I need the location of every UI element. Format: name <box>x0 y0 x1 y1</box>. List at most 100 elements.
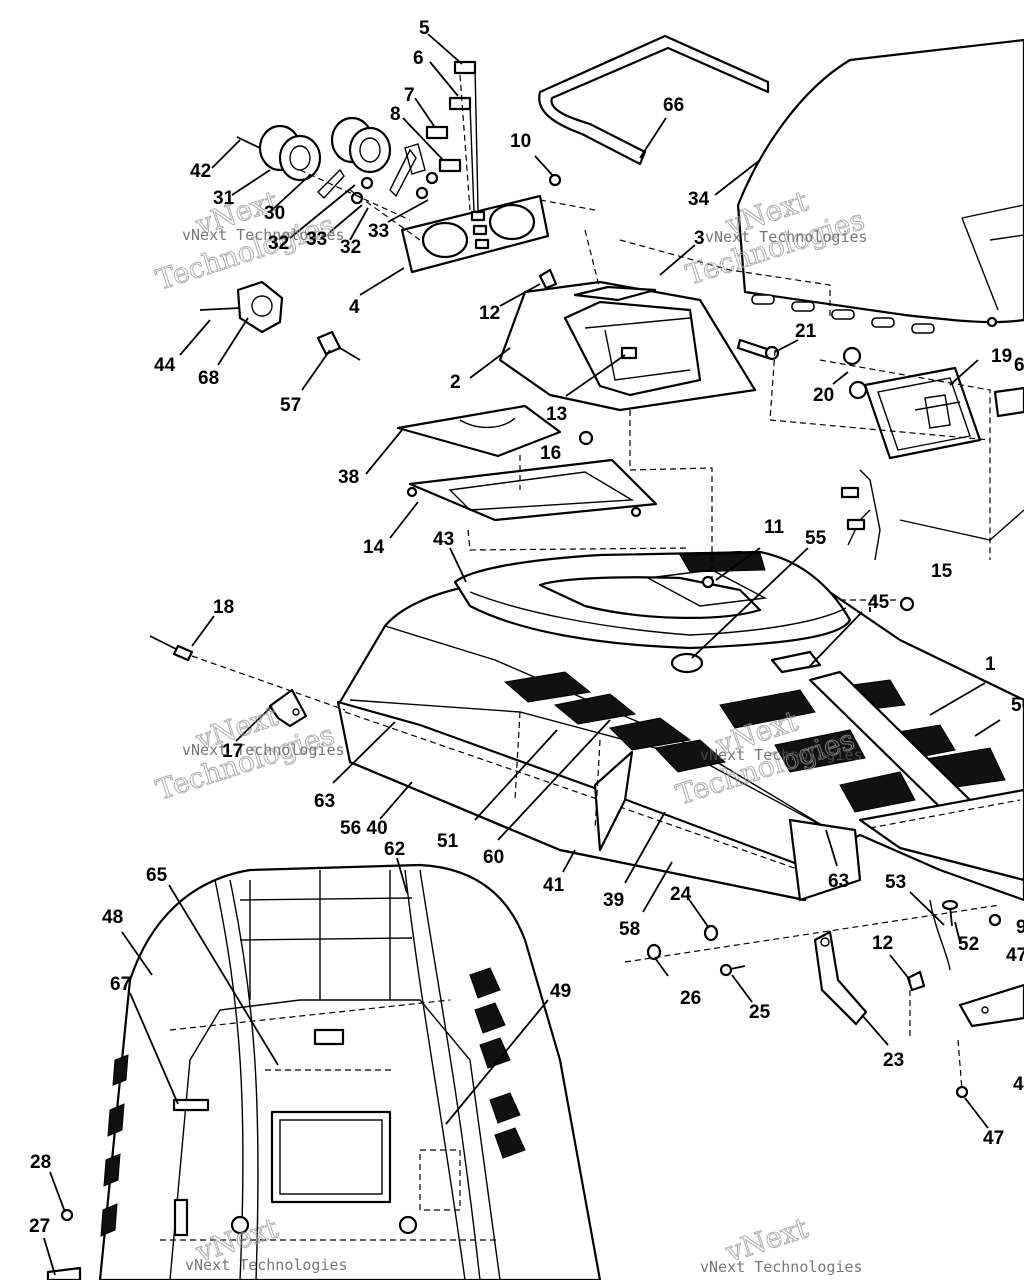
callout-17: 17 <box>222 741 243 762</box>
windshield <box>736 38 1024 334</box>
callout-57: 57 <box>280 395 301 416</box>
nut-26 <box>646 943 662 961</box>
callout-12-b: 12 <box>872 933 893 954</box>
callout-3: 3 <box>694 228 705 249</box>
screw-15 <box>899 596 915 612</box>
callout-7: 7 <box>404 85 415 106</box>
callout-numbers: 5 6 7 8 10 66 42 31 30 32 33 32 33 34 3 … <box>29 18 1024 1237</box>
gauge-31 <box>258 124 322 182</box>
callout-68: 68 <box>198 368 219 389</box>
callout-43: 43 <box>433 529 454 550</box>
callout-32-a: 32 <box>268 233 289 254</box>
callout-15: 15 <box>931 561 953 582</box>
callout-13: 13 <box>546 404 567 425</box>
callout-18: 18 <box>213 597 234 618</box>
callout-49: 49 <box>550 981 571 1002</box>
callout-33-b: 33 <box>368 221 389 242</box>
bolt-10 <box>534 155 562 187</box>
clip-12 <box>538 268 558 290</box>
callout-31: 31 <box>213 188 235 209</box>
callout-47-b: 47 <box>983 1128 1004 1149</box>
ignition-switch <box>199 280 361 361</box>
callout-1: 1 <box>985 654 996 675</box>
assembly-lines <box>191 74 1001 1091</box>
cover-plate-14 <box>406 458 658 522</box>
leader-lines <box>43 33 1001 1276</box>
hood-upper <box>336 550 1024 902</box>
callout-58: 58 <box>619 919 640 940</box>
callout-63-a: 63 <box>314 791 335 812</box>
callout-41: 41 <box>543 875 565 896</box>
callout-34: 34 <box>688 189 710 210</box>
callout-51: 51 <box>437 831 459 852</box>
switches <box>425 60 479 213</box>
callout-21: 21 <box>795 321 817 342</box>
callout-28: 28 <box>30 1152 51 1173</box>
callout-4: 4 <box>349 297 360 318</box>
callout-6-right: 6 <box>1014 355 1024 376</box>
callout-55: 55 <box>805 528 827 549</box>
gauge-brackets <box>317 143 439 205</box>
gauge-30 <box>330 116 392 174</box>
bolt-25 <box>719 963 746 977</box>
callout-11: 11 <box>764 517 785 538</box>
hood-lower <box>46 863 602 1280</box>
callout-67: 67 <box>110 974 131 995</box>
cable-53 <box>929 899 951 971</box>
bolt-21 <box>736 338 780 361</box>
bracket-23 <box>813 930 868 1026</box>
watermark-inline: vNext Technologies <box>182 741 345 759</box>
headlight <box>840 346 1024 561</box>
watermark-inline: vNext Technologies <box>700 1258 863 1276</box>
watermark-inline: vNext Technologies <box>700 746 863 764</box>
callout-62: 62 <box>384 839 405 860</box>
watermark-inline: vNext Technologies <box>705 228 868 246</box>
callout-4-right: 4 <box>1013 1074 1024 1095</box>
callout-27: 27 <box>29 1216 50 1237</box>
callout-39: 39 <box>603 890 624 911</box>
callout-32-b: 32 <box>340 237 361 258</box>
callout-26: 26 <box>680 988 701 1009</box>
callout-10: 10 <box>510 131 531 152</box>
callout-60: 60 <box>483 847 504 868</box>
screw-16 <box>578 430 594 446</box>
callout-63-b: 63 <box>828 871 849 892</box>
callout-48: 48 <box>102 907 123 928</box>
callout-42: 42 <box>190 161 211 182</box>
bolt-52 <box>941 899 959 927</box>
callout-8: 8 <box>390 104 401 125</box>
callout-19: 19 <box>991 346 1012 367</box>
callout-16: 16 <box>540 443 561 464</box>
cover-plate-38 <box>396 404 562 458</box>
callout-24: 24 <box>670 884 692 905</box>
callout-30: 30 <box>264 203 285 224</box>
callout-65: 65 <box>146 865 168 886</box>
callout-9-right: 9 <box>1016 917 1024 938</box>
console-assembly <box>498 280 757 412</box>
clip-12-lower <box>906 970 926 992</box>
bracket-17 <box>268 688 308 728</box>
callout-38: 38 <box>338 467 359 488</box>
callout-47-a: 47 <box>1006 945 1024 966</box>
callout-53: 53 <box>885 872 906 893</box>
watermark-inline: vNext Technologies <box>182 226 345 244</box>
callout-6: 6 <box>413 48 424 69</box>
washer-24 <box>703 924 719 942</box>
callout-5: 5 <box>419 18 430 39</box>
callout-44: 44 <box>154 355 176 376</box>
bolt-18 <box>149 635 194 662</box>
watermark-inline: vNext Technologies <box>185 1256 348 1274</box>
callout-45: 45 <box>868 592 890 613</box>
screw-47-upper <box>988 913 1002 927</box>
callout-66: 66 <box>663 95 684 116</box>
callout-12-a: 12 <box>479 303 500 324</box>
bracket-4-right <box>958 983 1024 1028</box>
callout-56-40: 56 40 <box>340 818 388 839</box>
screw-47-lower <box>955 1085 969 1099</box>
callout-14: 14 <box>363 537 385 558</box>
callout-33-a: 33 <box>306 229 327 250</box>
instrument-panel <box>400 194 550 274</box>
callout-23: 23 <box>883 1050 904 1071</box>
screw-11 <box>701 575 715 589</box>
